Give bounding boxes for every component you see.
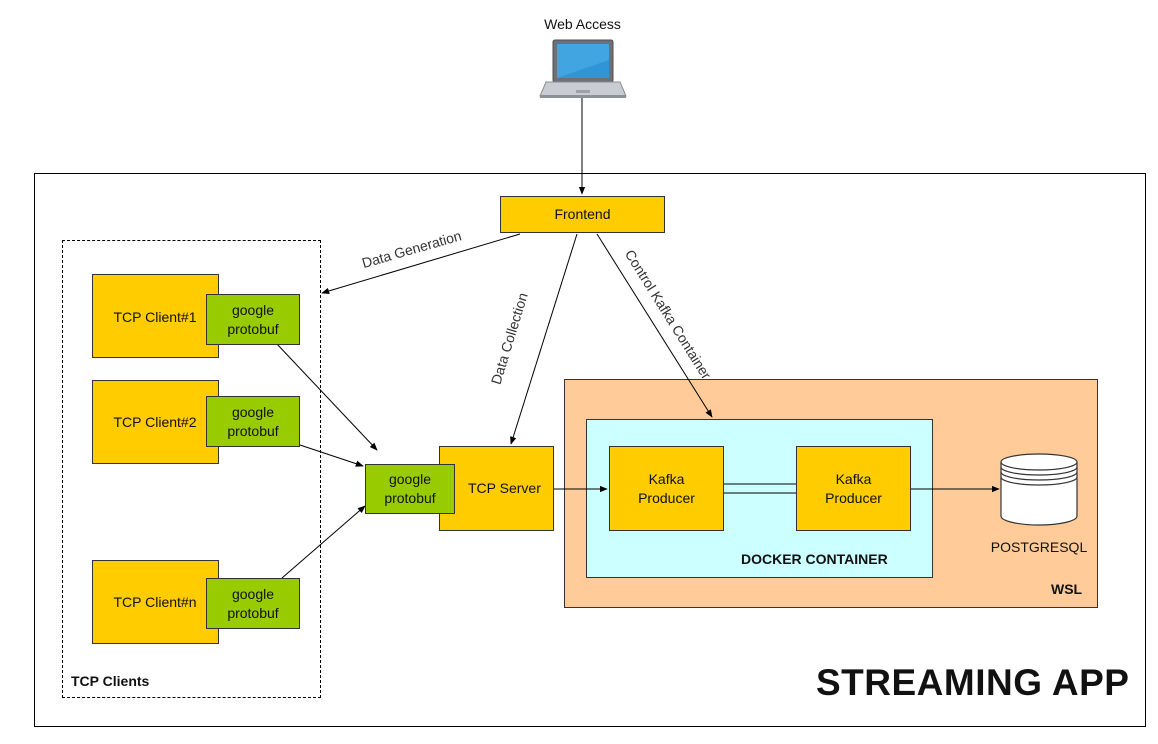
tcp-client-2-label: TCP Client#2 bbox=[113, 413, 197, 430]
database-label: POSTGRESQL bbox=[990, 539, 1088, 555]
edge-clientn-server bbox=[281, 505, 366, 579]
edge-client1-server bbox=[275, 342, 378, 451]
edge-label-data-generation: Data Generation bbox=[360, 227, 463, 271]
tcp-server-node: TCP Server bbox=[439, 446, 554, 531]
laptop-icon bbox=[539, 39, 627, 98]
kafka-producer-1: Kafka Producer bbox=[609, 446, 724, 531]
edge-label-control-kafka: Control Kafka Container bbox=[622, 247, 715, 382]
tcp-server-protobuf: google protobuf bbox=[365, 464, 455, 514]
tcp-client-n-label: TCP Client#n bbox=[113, 593, 197, 610]
tcp-client-2-protobuf: google protobuf bbox=[206, 396, 300, 447]
edge-control-kafka bbox=[596, 233, 713, 418]
tcp-clients-group bbox=[62, 240, 321, 698]
tcp-client-1 bbox=[92, 274, 219, 358]
tcp-client-n-protobuf: google protobuf bbox=[206, 578, 300, 629]
docker-container-label: DOCKER CONTAINER bbox=[741, 551, 888, 567]
frontend-node: Frontend bbox=[500, 196, 665, 233]
edge-client2-server bbox=[299, 444, 364, 467]
web-access-label: Web Access bbox=[544, 16, 621, 32]
tcp-server-label: TCP Server bbox=[468, 480, 541, 496]
tcp-client-1-protobuf: google protobuf bbox=[206, 294, 300, 345]
edge-data-collection bbox=[510, 233, 578, 445]
kafka-producer-2: Kafka Producer bbox=[796, 446, 911, 531]
tcp-client-1-label: TCP Client#1 bbox=[113, 308, 197, 325]
tcp-client-2 bbox=[92, 380, 219, 464]
database-icon bbox=[1000, 453, 1078, 526]
tcp-client-n bbox=[92, 560, 219, 644]
tcp-clients-group-label: TCP Clients bbox=[71, 673, 150, 689]
streaming-app-frame bbox=[34, 173, 1146, 727]
streaming-app-title: STREAMING APP bbox=[816, 662, 1130, 703]
edge-label-data-collection: Data Collection bbox=[488, 291, 531, 386]
wsl-label: WSL bbox=[1051, 581, 1083, 597]
edge-data-generation bbox=[321, 233, 521, 295]
